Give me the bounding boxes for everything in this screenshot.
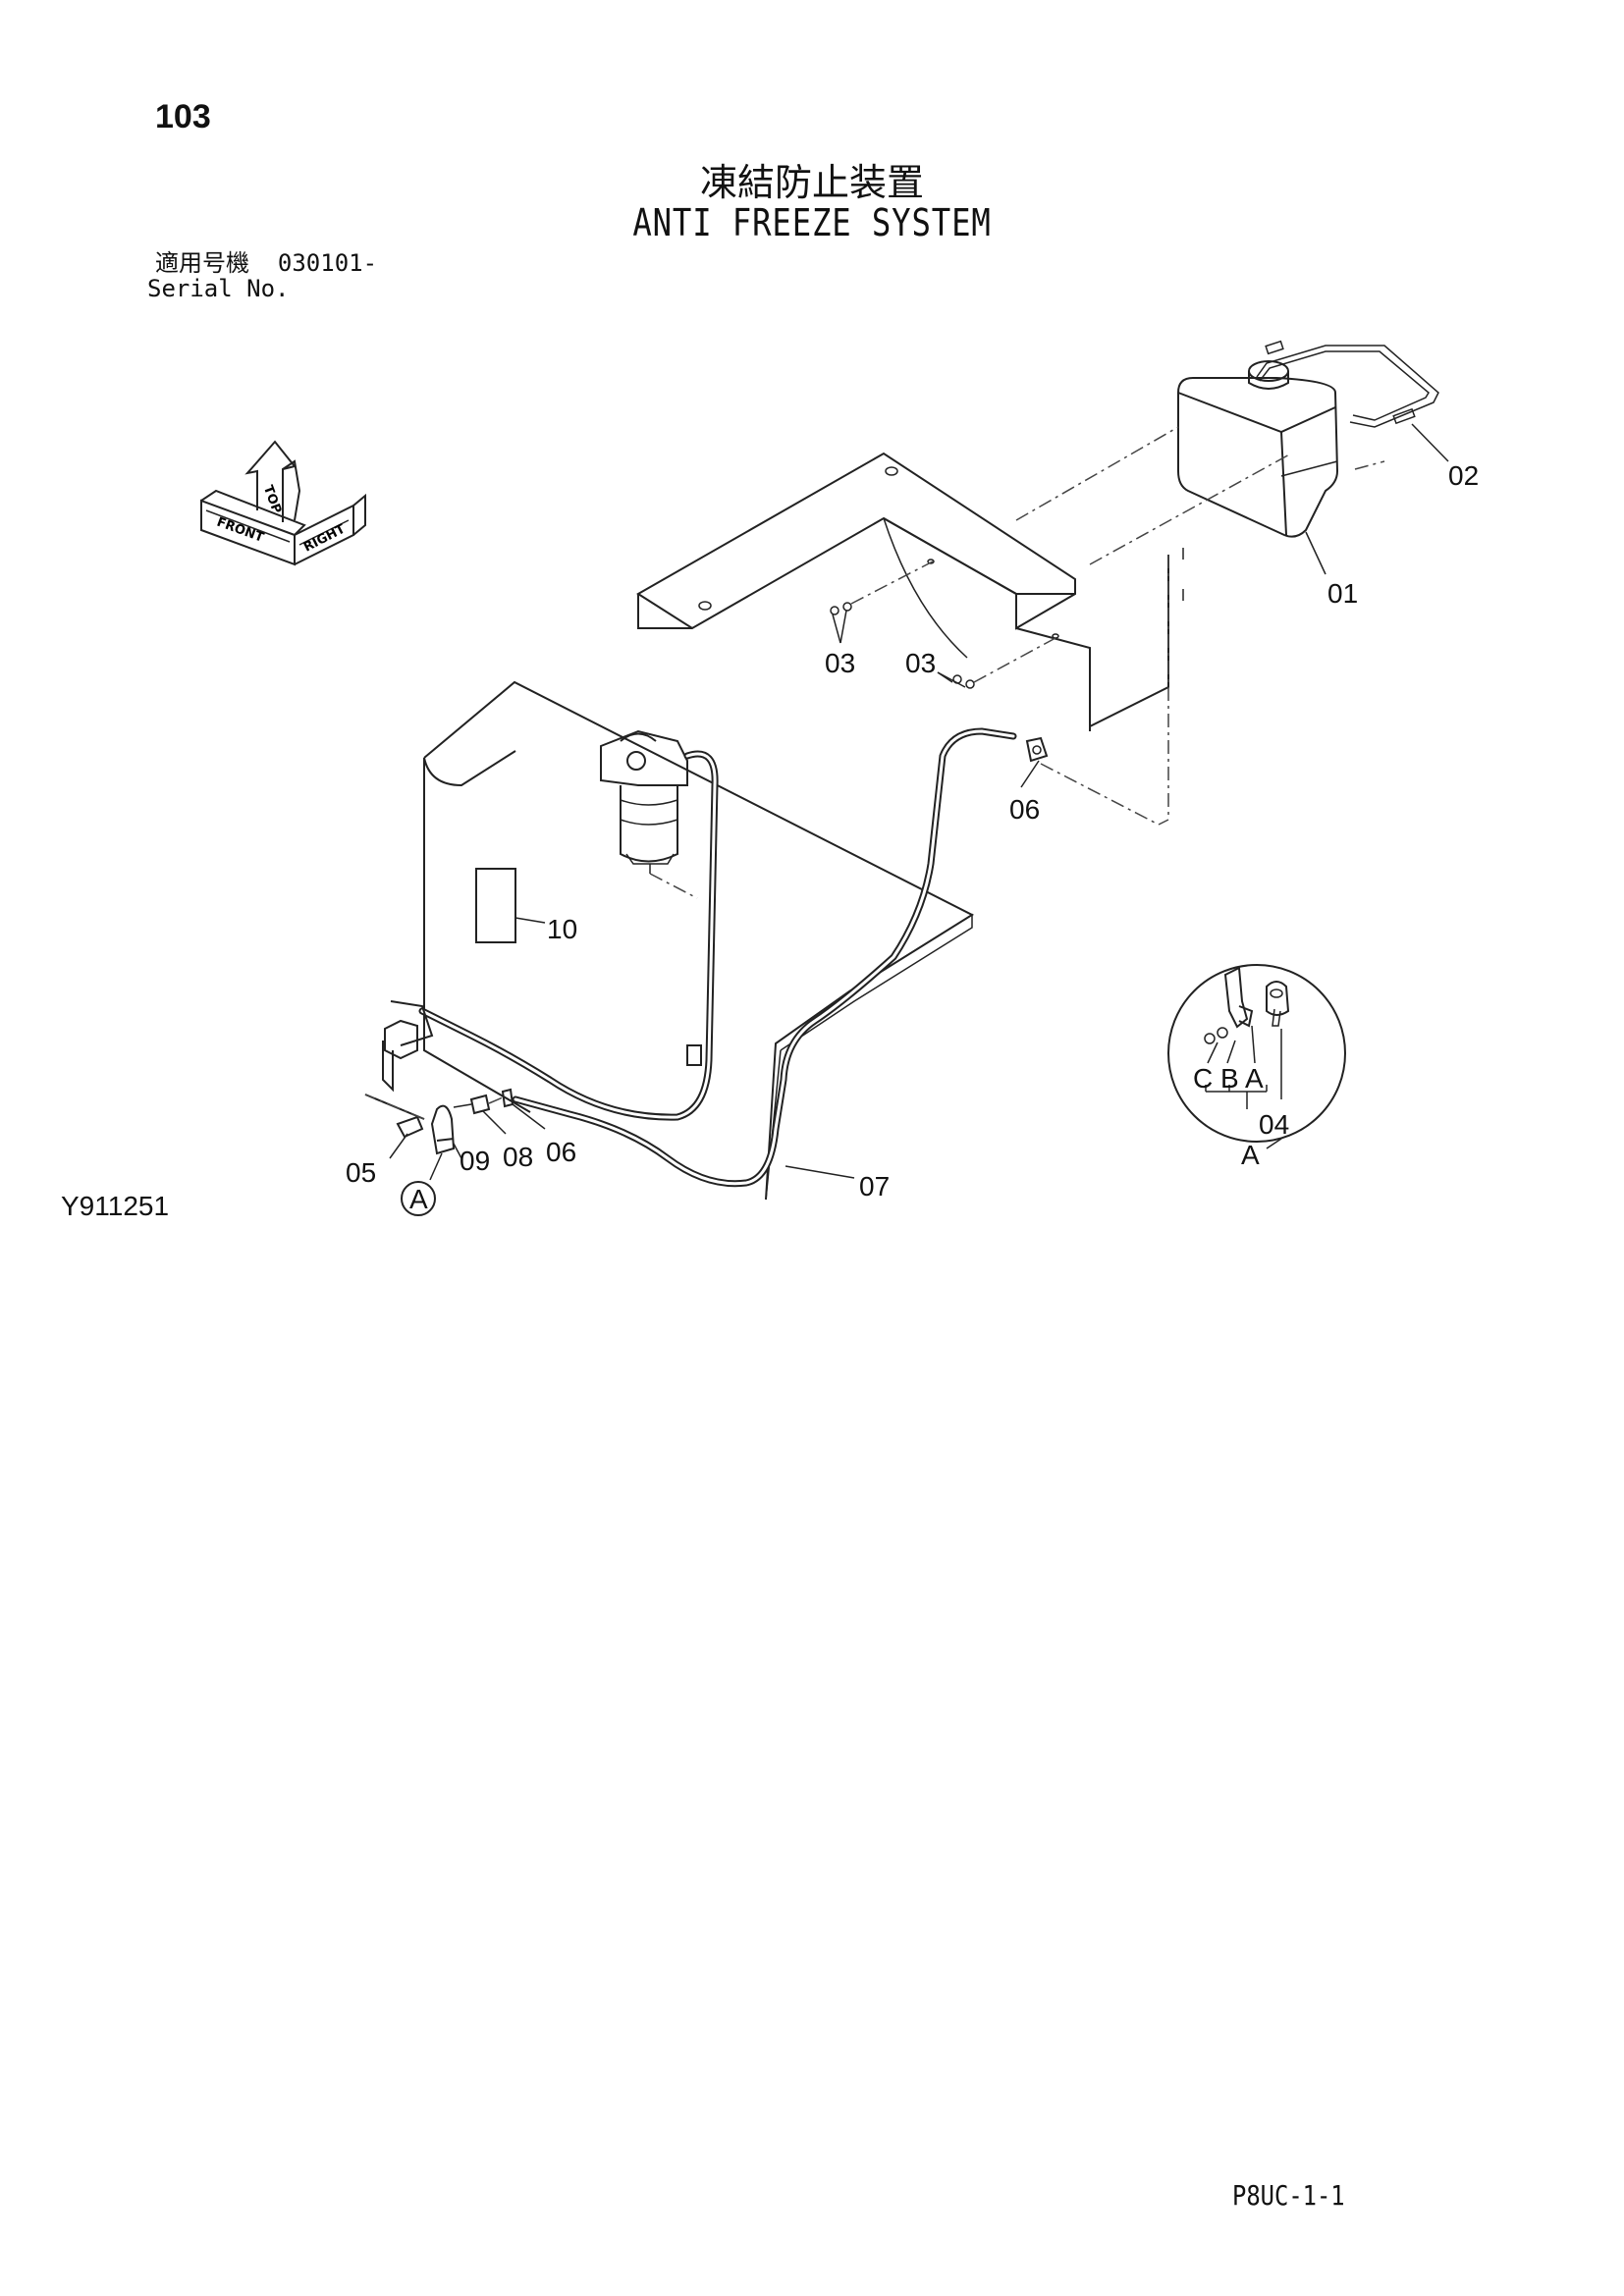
callout-06-lower: 06 xyxy=(546,1137,576,1167)
serial-label-jp: 適用号機 xyxy=(155,249,249,277)
callout-09: 09 xyxy=(460,1146,490,1176)
callout-01: 01 xyxy=(1327,578,1358,609)
page-number: 103 xyxy=(155,98,211,135)
clamp-06-upper xyxy=(1025,736,1160,826)
callout-08: 08 xyxy=(503,1142,533,1172)
detail-label-a: A xyxy=(1245,1063,1264,1094)
hose-07 xyxy=(512,727,1017,1188)
callout-10: 10 xyxy=(547,914,577,944)
callout-06-upper: 06 xyxy=(1009,794,1040,825)
orientation-icon: TOP FRONT RIGHT xyxy=(200,440,366,566)
callout-leaders xyxy=(389,423,1449,1181)
cover-bracket xyxy=(636,452,1184,731)
figure-code: Y911251 xyxy=(61,1191,170,1221)
serial-label-en: Serial No. xyxy=(147,275,290,302)
orientation-top: TOP xyxy=(260,483,284,515)
return-hose xyxy=(418,750,719,1121)
sheet-code: P8UC-1-1 xyxy=(1232,2179,1345,2212)
callout-04: 04 xyxy=(1259,1109,1289,1140)
detail-label-b: B xyxy=(1220,1063,1239,1094)
detail-a-label: A xyxy=(1241,1140,1260,1170)
left-fittings xyxy=(364,1000,514,1155)
callout-05: 05 xyxy=(346,1157,376,1188)
callout-02: 02 xyxy=(1448,460,1479,491)
callout-03-right: 03 xyxy=(905,648,936,678)
serial-block: 適用号機 030101- Serial No. xyxy=(147,249,378,301)
reserve-tank xyxy=(1177,340,1439,538)
detail-label-c: C xyxy=(1193,1063,1213,1094)
detail-a-ref-letter: A xyxy=(409,1184,428,1214)
title-english: ANTI FREEZE SYSTEM xyxy=(632,201,992,244)
title-japanese: 凍結防止装置 xyxy=(699,161,924,204)
assembly-guide-lines xyxy=(1015,426,1385,826)
serial-value: 030101- xyxy=(277,249,378,277)
fuel-filter xyxy=(600,729,698,899)
detail-a-reference xyxy=(401,1181,436,1216)
detail-a-view xyxy=(1167,964,1346,1149)
orientation-front: FRONT xyxy=(215,515,266,546)
callout-07: 07 xyxy=(859,1171,890,1201)
callout-03-left: 03 xyxy=(825,648,855,678)
fuel-tank-body xyxy=(423,680,975,1201)
